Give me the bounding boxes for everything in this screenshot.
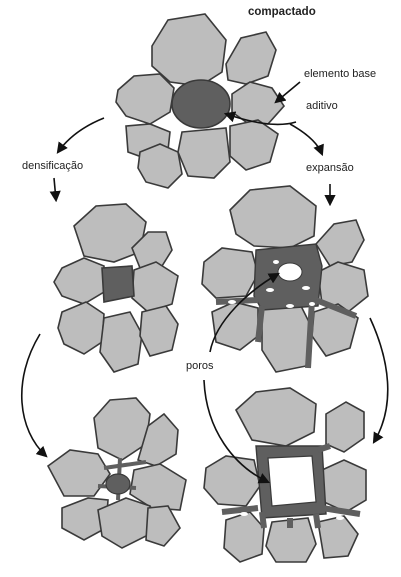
- label-pores: poros: [186, 360, 214, 372]
- arrow-to-densification: [58, 118, 104, 152]
- pore: [302, 286, 310, 290]
- densified-final-cluster: [48, 398, 186, 548]
- grain: [140, 306, 178, 356]
- grain: [202, 248, 258, 298]
- compacted-cluster: [116, 14, 284, 188]
- grain: [316, 220, 364, 266]
- large-pore: [268, 456, 316, 506]
- grain: [262, 304, 312, 372]
- arrow-down-left: [54, 178, 56, 200]
- arrow-left-transition: [22, 334, 46, 456]
- grain: [224, 512, 264, 562]
- pore: [336, 516, 344, 520]
- label-expansion: expansão: [306, 162, 354, 174]
- grain: [326, 402, 364, 452]
- grain: [230, 120, 278, 170]
- grain: [146, 506, 180, 546]
- grain: [48, 450, 110, 496]
- densified-cluster: [54, 204, 178, 372]
- pore: [266, 288, 274, 292]
- grain: [204, 456, 260, 506]
- arrow-to-base-element: [276, 82, 300, 102]
- grain: [138, 144, 182, 188]
- additive-residue: [106, 474, 130, 494]
- pore: [278, 263, 302, 281]
- pore: [327, 450, 333, 454]
- grain: [54, 258, 104, 304]
- expanded-cluster: [202, 186, 368, 372]
- grain: [230, 186, 316, 248]
- label-base-element: elemento base: [304, 68, 376, 80]
- pore: [273, 260, 279, 264]
- arrow-right-transition: [370, 318, 388, 442]
- grain: [322, 460, 366, 512]
- grain: [318, 516, 358, 558]
- grain: [212, 302, 258, 350]
- pore: [286, 304, 294, 308]
- diagram-title: compactado: [248, 6, 316, 18]
- grain: [132, 262, 178, 312]
- pore: [240, 512, 248, 516]
- grain: [100, 312, 142, 372]
- expanded-final-cluster: [204, 388, 366, 562]
- pore: [309, 302, 315, 306]
- grain: [116, 74, 174, 124]
- grain: [152, 14, 226, 86]
- label-densification: densificação: [22, 160, 83, 172]
- grain: [236, 388, 316, 446]
- additive-phase: [102, 266, 134, 302]
- grain: [226, 32, 276, 84]
- label-additive: aditivo: [306, 100, 338, 112]
- pore: [228, 300, 236, 304]
- grain: [58, 302, 104, 354]
- grain: [178, 128, 230, 178]
- additive-particle: [172, 80, 230, 128]
- arrow-to-expansion: [290, 124, 322, 154]
